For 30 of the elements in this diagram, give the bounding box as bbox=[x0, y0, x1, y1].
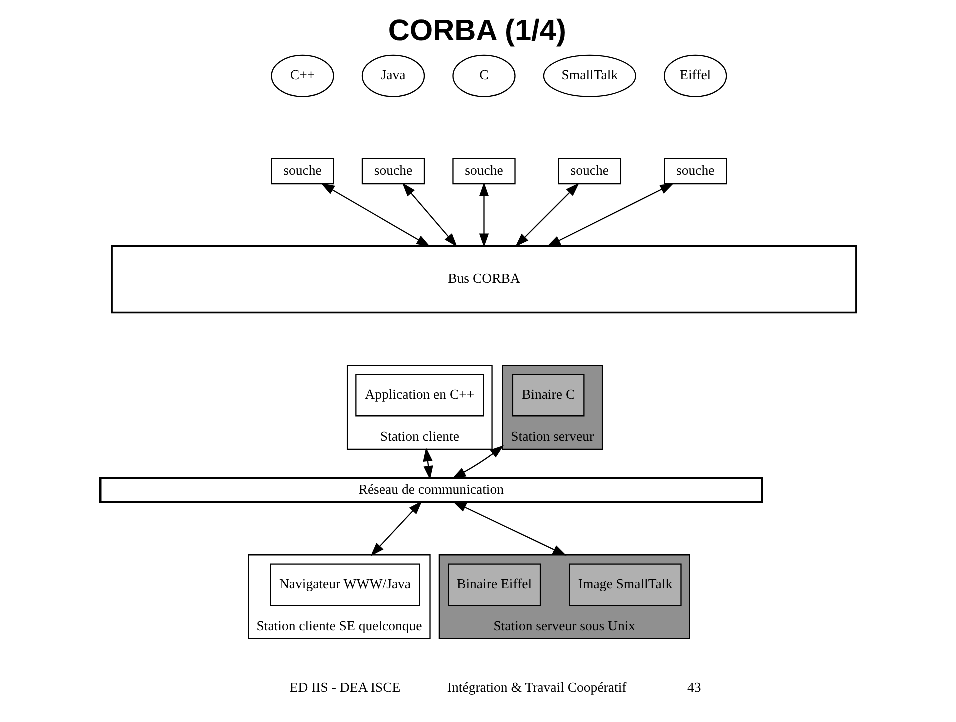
arrow bbox=[320, 183, 430, 248]
arrow bbox=[452, 446, 504, 479]
node-box: Binaire C bbox=[512, 374, 584, 417]
node-box: souche bbox=[361, 158, 425, 185]
node-ellipse: C bbox=[452, 54, 516, 98]
arrow bbox=[546, 183, 674, 247]
node-box: Binaire Eiffel bbox=[448, 564, 541, 606]
arrow bbox=[452, 502, 566, 556]
node-box: Image SmallTalk bbox=[568, 564, 682, 606]
arrow bbox=[422, 448, 433, 480]
node-box: souche bbox=[452, 158, 516, 185]
node-box: Réseau de communication bbox=[98, 477, 763, 504]
node-box: Navigateur WWW/Java bbox=[270, 564, 420, 606]
node-box: Application en C++ bbox=[355, 374, 484, 417]
node-ellipse: Java bbox=[361, 54, 425, 98]
node-ellipse: C++ bbox=[270, 54, 334, 98]
arrow bbox=[515, 183, 579, 248]
node-ellipse: Eiffel bbox=[664, 54, 727, 98]
node-ellipse: SmallTalk bbox=[542, 54, 636, 98]
label: Intégration & Travail Coopératif bbox=[446, 680, 626, 695]
label: 43 bbox=[687, 680, 701, 695]
arrow bbox=[370, 501, 422, 556]
arrow bbox=[478, 182, 489, 248]
arrow bbox=[402, 183, 457, 248]
node-box: souche bbox=[664, 158, 727, 185]
label: ED IIS - DEA ISCE bbox=[289, 680, 400, 695]
diagram-title: CORBA (1/4) bbox=[388, 14, 566, 48]
node-box: souche bbox=[558, 158, 621, 185]
node-box: Bus CORBA bbox=[110, 245, 857, 314]
node-box: souche bbox=[270, 158, 334, 185]
